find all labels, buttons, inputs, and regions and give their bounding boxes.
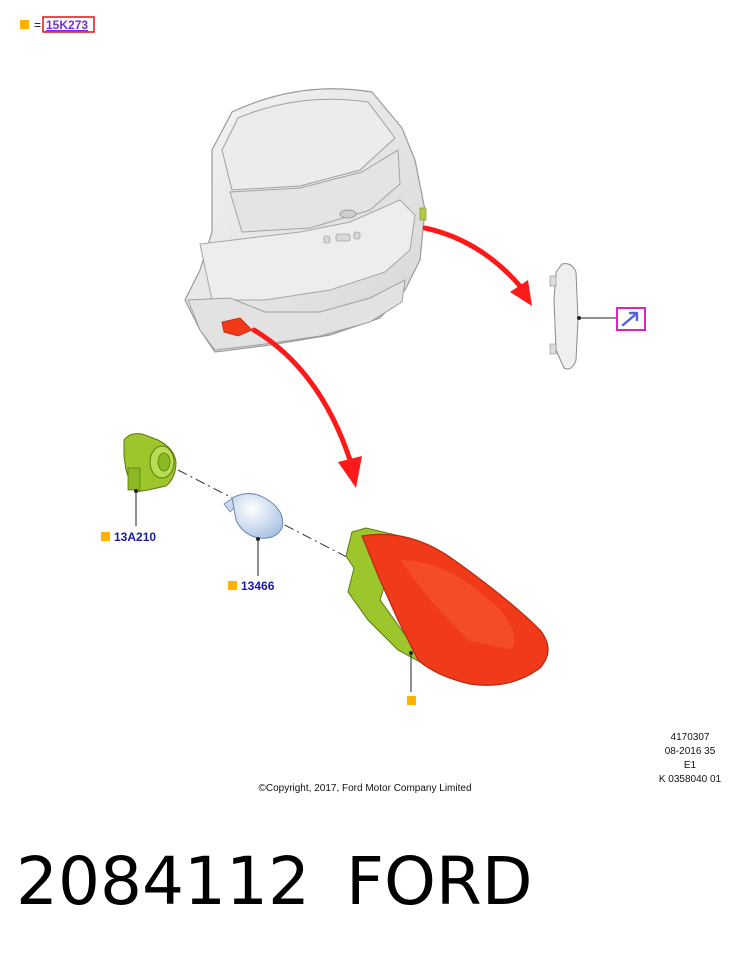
part-number: 2084112 bbox=[16, 843, 310, 920]
arrow-to-lamp bbox=[251, 327, 353, 463]
bulb-callout-square bbox=[228, 581, 237, 590]
side-reflector-part bbox=[549, 263, 617, 370]
bulb-leader-dot bbox=[256, 537, 260, 541]
legend-code-box[interactable] bbox=[42, 16, 95, 33]
arrow-to-side-reflector-head bbox=[510, 280, 532, 306]
legend-callout-square bbox=[20, 20, 29, 29]
vehicle-rear-illustration bbox=[184, 88, 427, 353]
brand-name: FORD bbox=[346, 843, 533, 920]
bulb-part bbox=[223, 493, 284, 539]
arrow-to-lamp-head bbox=[338, 456, 362, 488]
arrow-to-side-reflector bbox=[422, 225, 523, 289]
meta-line-1: 4170307 bbox=[671, 732, 710, 743]
copyright-notice: ©Copyright, 2017, Ford Motor Company Lim… bbox=[258, 783, 471, 794]
bulb-label[interactable]: 13466 bbox=[241, 579, 275, 593]
meta-line-2: 08-2016 35 bbox=[665, 746, 716, 757]
meta-line-4: K 0358040 01 bbox=[659, 774, 722, 785]
bulb-socket-part bbox=[123, 433, 177, 493]
meta-line-3: E1 bbox=[684, 760, 697, 771]
lamp-leader-dot bbox=[409, 651, 413, 655]
lamp-callout-square bbox=[407, 696, 416, 705]
legend-code-link[interactable]: 15K273 bbox=[46, 18, 88, 32]
bulb-socket-callout-square bbox=[101, 532, 110, 541]
legend-equals: = bbox=[34, 18, 41, 32]
bulb-socket-leader-dot bbox=[134, 489, 138, 493]
bulb-socket-label[interactable]: 13A210 bbox=[114, 530, 156, 544]
lamp-assembly-part bbox=[345, 527, 549, 686]
external-link-icon[interactable] bbox=[621, 311, 639, 327]
